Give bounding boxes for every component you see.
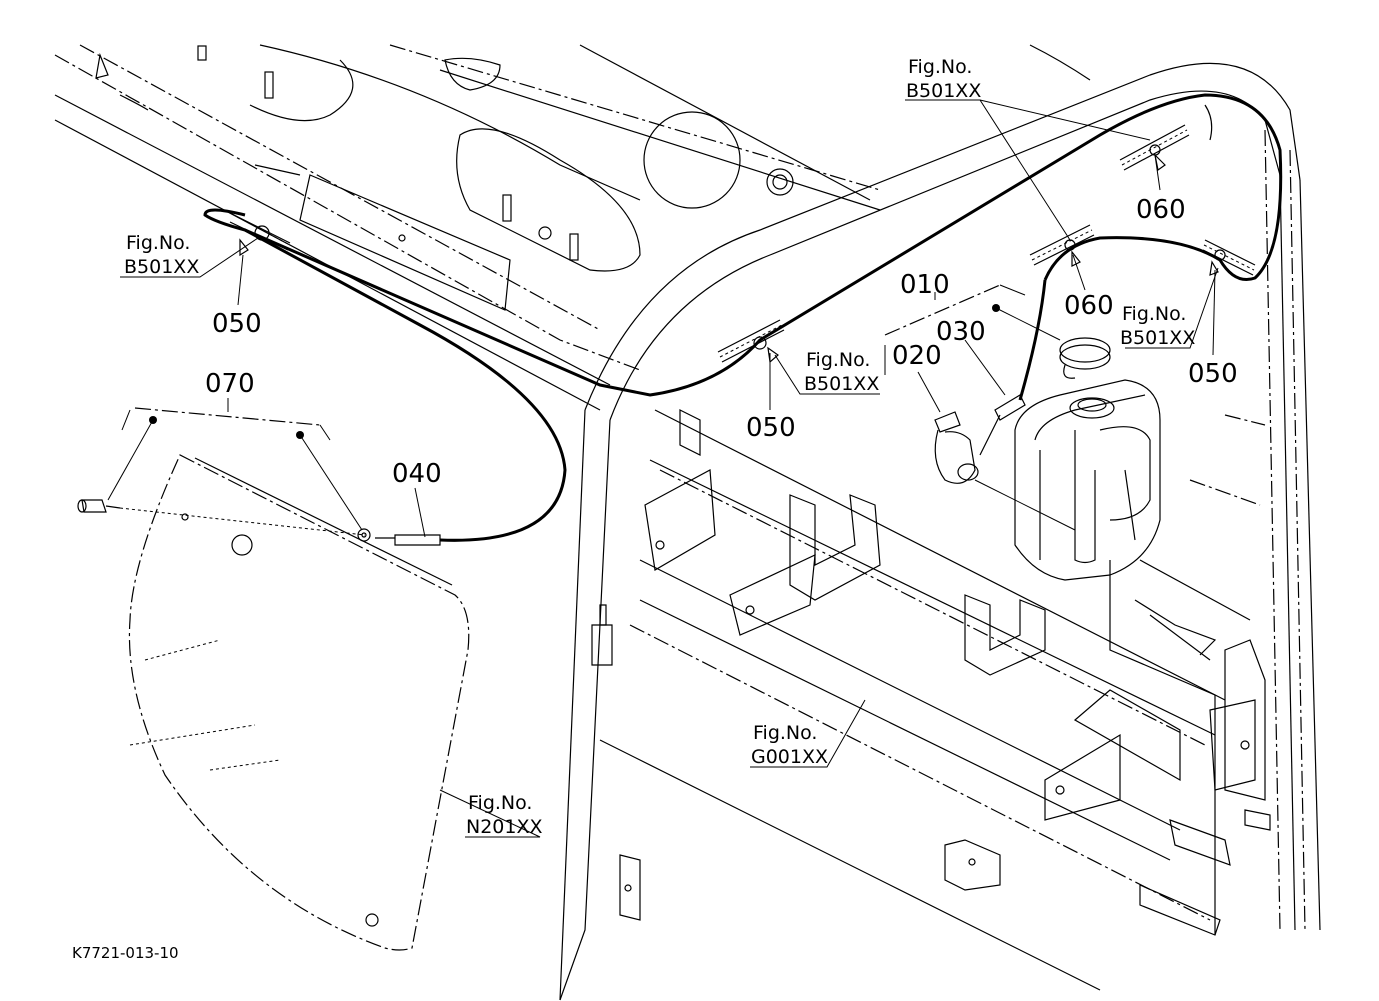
leader-lines xyxy=(107,99,1219,838)
fig-ref-title: Fig.No. xyxy=(753,722,817,744)
fig-ref-code: B501XX xyxy=(1120,327,1195,349)
part-label-050-right: 050 xyxy=(1188,359,1238,389)
part-label-070: 070 xyxy=(205,369,255,399)
washer-nozzle-kit xyxy=(77,499,371,542)
part-label-030: 030 xyxy=(936,317,986,347)
fig-ref-title: Fig.No. xyxy=(126,232,190,254)
part-number-labels: 070 040 050 050 050 060 060 010 020 030 xyxy=(205,195,1238,489)
fig-ref-right: Fig.No. B501XX xyxy=(1120,303,1195,349)
part-label-050-middle: 050 xyxy=(746,413,796,443)
fig-ref-bottom-left: Fig.No. N201XX xyxy=(466,792,543,838)
fig-ref-title: Fig.No. xyxy=(806,349,870,371)
washer-hose xyxy=(203,93,1283,546)
fig-ref-title: Fig.No. xyxy=(468,792,532,814)
hose-clamps xyxy=(227,124,1256,364)
fig-ref-code: N201XX xyxy=(466,816,543,838)
fig-ref-title: Fig.No. xyxy=(1122,303,1186,325)
fig-ref-code: B501XX xyxy=(124,256,199,278)
front-glass-panel xyxy=(128,454,470,951)
drawing-code: K7721-013-10 xyxy=(72,944,179,962)
fig-ref-title: Fig.No. xyxy=(908,56,972,78)
washer-tank-assembly xyxy=(934,337,1161,581)
fig-ref-center: Fig.No. B501XX xyxy=(804,349,879,395)
part-label-040: 040 xyxy=(392,459,442,489)
fig-ref-code: G001XX xyxy=(751,746,828,768)
fig-ref-code: B501XX xyxy=(804,373,879,395)
fig-ref-left: Fig.No. B501XX xyxy=(124,232,199,278)
fig-ref-top-right: Fig.No. B501XX xyxy=(906,56,981,102)
part-label-060-upper: 060 xyxy=(1136,195,1186,225)
part-label-050-left: 050 xyxy=(212,309,262,339)
part-label-060-lower: 060 xyxy=(1064,291,1114,321)
fig-ref-code: B501XX xyxy=(906,80,981,102)
cabin-frame-drawing xyxy=(54,44,1321,1001)
part-label-010: 010 xyxy=(900,270,950,300)
figure-reference-labels: Fig.No. B501XX Fig.No. B501XX Fig.No. B5… xyxy=(124,56,1195,838)
fig-ref-lower-right: Fig.No. G001XX xyxy=(751,722,828,768)
part-label-020: 020 xyxy=(892,341,942,371)
